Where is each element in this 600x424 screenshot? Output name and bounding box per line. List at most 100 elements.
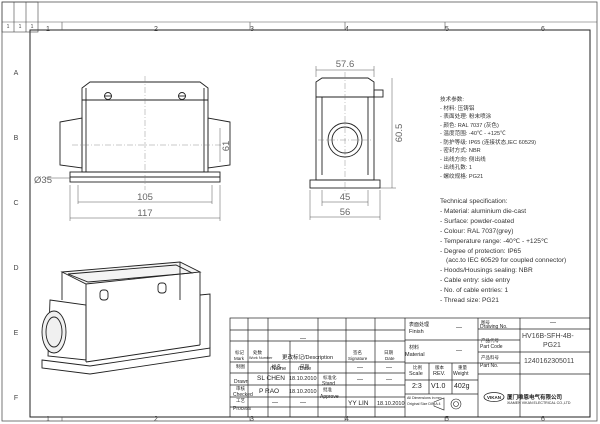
part-no-value: 1240162305011 xyxy=(524,358,575,365)
process-label-en: Process xyxy=(233,406,252,412)
process-label-cn: 工艺 xyxy=(236,398,245,403)
spec-cn-line: - 出线方向: 侧出线 xyxy=(440,156,486,163)
hdr-date-cn: 日期 xyxy=(384,350,393,355)
dim-height: 60.5 xyxy=(394,124,405,143)
stand-label-en: Stand xyxy=(322,381,336,387)
drawing-no-value: — xyxy=(550,320,556,326)
part-code-label-cn: 产品代号 xyxy=(481,338,499,343)
part-code-value-1: HV16B-SFH-4B- xyxy=(522,333,574,340)
approve-name: YY LIN xyxy=(348,400,369,407)
part-no-label-en: Part No. xyxy=(480,363,499,369)
drawn-date: 18.10.2010 xyxy=(289,376,317,382)
spec-en-line: - No. of cable entries: 1 xyxy=(440,287,509,295)
material-label-cn: 材料 xyxy=(409,345,420,351)
logo-text: VIKAN xyxy=(487,395,501,400)
company-logo: VIKAN xyxy=(483,392,505,402)
checked-date: 18.10.2010 xyxy=(289,389,317,395)
col-5-bottom: 5 xyxy=(445,416,449,423)
spec-cn-line: - 表面处理: 粉末喷涂 xyxy=(440,114,492,121)
finish-value: — xyxy=(456,325,462,331)
column-numbers-bottom: 1 2 3 4 5 6 xyxy=(46,416,545,423)
dim-foot-width: 45 xyxy=(340,192,351,203)
spec-en-line: - Degree of protection: IP65 xyxy=(440,247,522,255)
checked-label-cn: 审核 xyxy=(236,386,245,391)
spec-cn-line: - 密封方式: NBR xyxy=(440,148,481,155)
spec-en-line: - Temperature range: -40℃ - +125℃ xyxy=(440,237,549,245)
part-code-label-en: Part Code xyxy=(480,344,503,350)
spec-en-line: - Hoods/Housings sealing: NBR xyxy=(440,267,533,275)
title-block-grid xyxy=(229,317,591,418)
dim-base-depth: 56 xyxy=(340,207,351,218)
row-d: D xyxy=(13,265,18,272)
approve-label-en: Approve xyxy=(320,394,339,400)
revision-text: 1 1 1 xyxy=(7,24,34,30)
approve-label-cn: 批准 xyxy=(323,387,332,392)
spec-cn-line: - 出线孔数: 1 xyxy=(440,165,473,172)
spec-en-line: - Material: aluminium die-cast xyxy=(440,207,527,215)
stand-date: — xyxy=(386,377,392,383)
spec-cn-line: - 温度范围: -40℃ - +125℃ xyxy=(440,131,506,138)
spec-en-line: - Surface: powder-coated xyxy=(440,217,515,225)
dim-overall-length: 117 xyxy=(137,208,152,219)
checked-name: P RAO xyxy=(259,388,280,395)
hdr-mark-en: Mark xyxy=(234,356,244,361)
col-1-bottom: 1 xyxy=(46,416,50,423)
dim-bore: Ø35 xyxy=(34,175,52,186)
hdr-date-en: Date xyxy=(385,356,395,361)
front-dimensions xyxy=(45,128,221,221)
isometric-view xyxy=(41,261,211,375)
hdr-date2-en: /Date xyxy=(298,366,312,372)
spec-en-list: Technical specification: - Material: alu… xyxy=(440,197,566,306)
date-dash: — xyxy=(386,365,392,371)
spec-en-line: - Colour: RAL 7037(grey) xyxy=(440,227,514,235)
hdr-sign-cn: 签名 xyxy=(353,350,362,355)
process-date: — xyxy=(300,400,306,406)
rev-cell-1: 1 xyxy=(7,24,10,30)
rev-label-cn: 版本 xyxy=(435,365,444,370)
hdr-name-cn: 姓名 xyxy=(272,364,281,369)
front-dimension-text: 105 117 Ø35 61 xyxy=(34,141,232,219)
units-note-2: Original Size DIN A 4 xyxy=(407,402,441,406)
side-view-centerlines xyxy=(318,72,372,194)
weight-value: 402g xyxy=(454,383,470,390)
col-2-bottom: 2 xyxy=(154,416,158,423)
sign-dash: — xyxy=(357,365,363,371)
hdr-work-cn: 处数 xyxy=(253,350,262,355)
drawn-name: SL CHEN xyxy=(257,375,285,382)
hdr-work-en: Work Number xyxy=(249,356,273,360)
weight-label-en: Weight xyxy=(453,371,469,377)
col-1: 1 xyxy=(46,26,50,33)
row-c: C xyxy=(13,200,18,207)
company-name-cn: 厦门唯恩电气有限公司 xyxy=(507,395,563,401)
spec-en-line: - Thread size: PG21 xyxy=(440,297,499,305)
finish-label-cn: 表面处理 xyxy=(409,322,430,328)
drawn-label-cn: 制图 xyxy=(236,364,245,369)
hdr-description: 更改标记/Description xyxy=(282,355,334,361)
dim-side-depth: 61 xyxy=(221,141,232,152)
material-label-en: Material xyxy=(405,352,425,358)
spec-cn-list: 技术参数: - 材料: 压铸铝 - 表面处理: 粉末喷涂 - 颜色: RAL 7… xyxy=(440,96,536,181)
scale-value: 2:3 xyxy=(412,383,422,390)
spec-cn-line: - 防护等级: IP65 (连接状态,IEC 60529) xyxy=(440,139,537,146)
spec-en-line: - Cable entry: side entry xyxy=(440,277,510,285)
drawn-label-en: Drawn xyxy=(234,379,249,385)
col-4-bottom: 4 xyxy=(345,416,349,423)
process-name: — xyxy=(272,400,278,406)
stand-value: — xyxy=(357,377,363,383)
part-code-value-2: PG21 xyxy=(543,342,561,349)
col-4: 4 xyxy=(345,26,349,33)
spec-cn-line: - 颜色: RAL 7037 (灰色) xyxy=(440,122,499,129)
checked-label-en: Checked xyxy=(233,392,253,398)
drawing-no-label-en: Drawing No. xyxy=(480,324,508,330)
col-6: 6 xyxy=(541,26,545,33)
hdr-name-en: /Name xyxy=(270,366,287,372)
units-note-1: All Dimensions in mm xyxy=(407,396,442,400)
row-e: E xyxy=(14,330,19,337)
material-value: — xyxy=(456,348,462,354)
company-name-en: XIAMEN VIKAN ELECTRICAL CO.,LTD xyxy=(507,401,571,405)
finish-label-en: Finish xyxy=(409,329,424,335)
part-no-label-cn: 产品料号 xyxy=(481,355,499,360)
spec-cn-line: - 材料: 压铸铝 xyxy=(440,105,475,112)
hdr-mark-cn: 标记 xyxy=(235,350,244,355)
row-f: F xyxy=(14,395,18,402)
